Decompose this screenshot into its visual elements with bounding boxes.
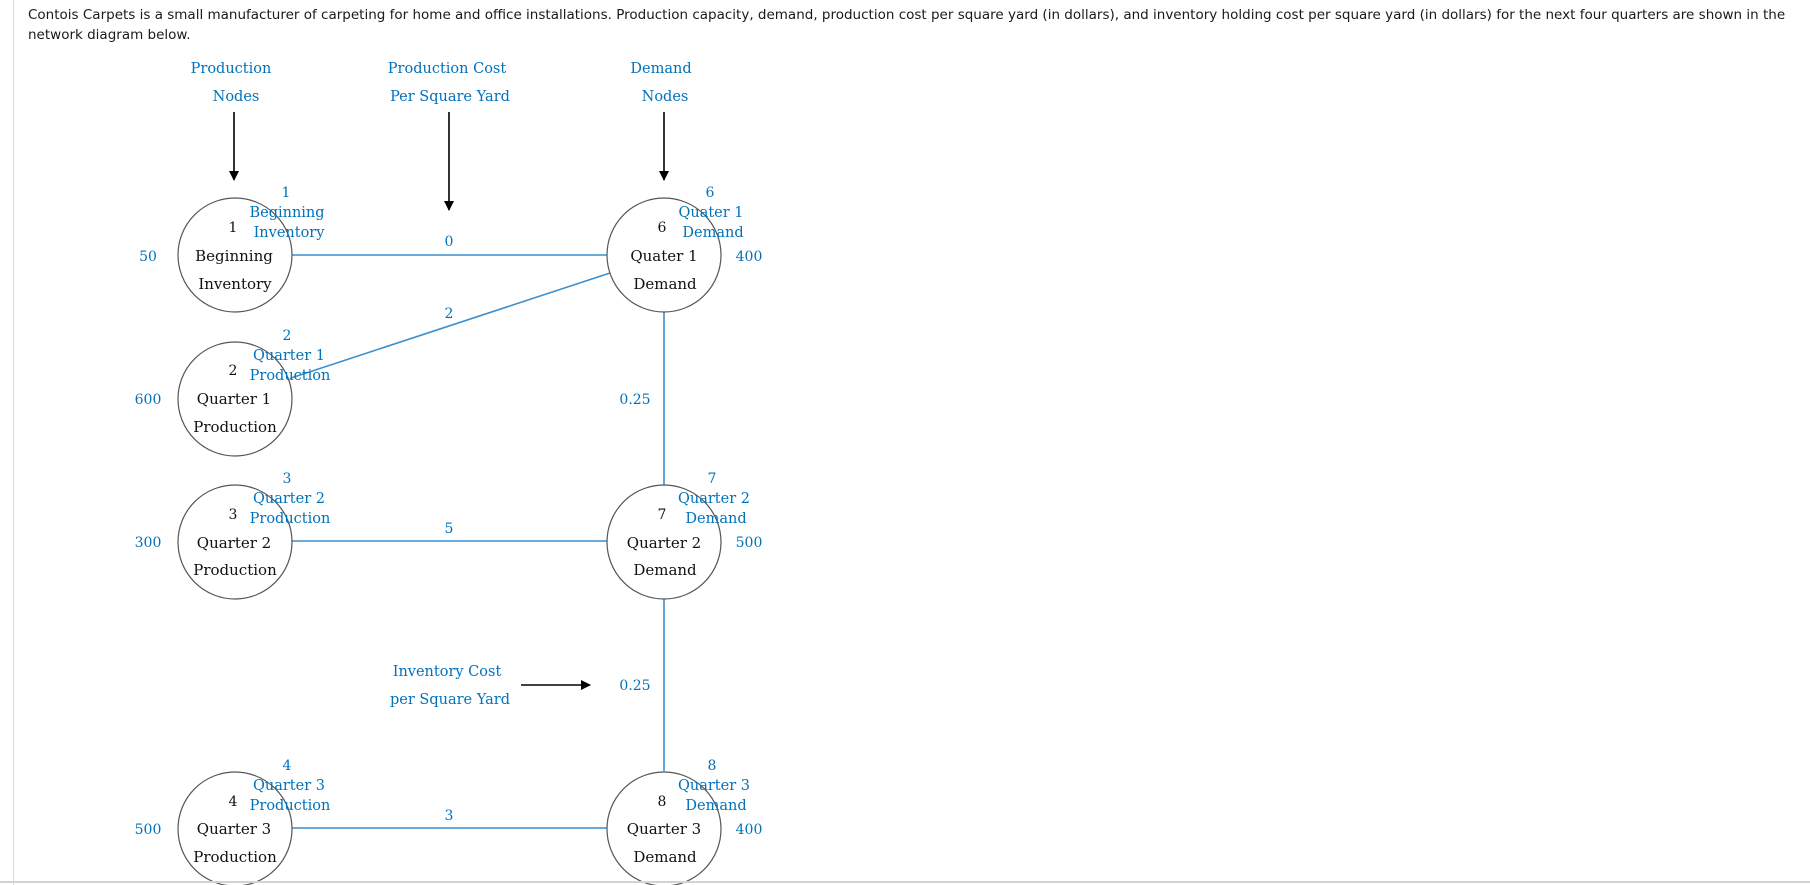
- node-circle: [606, 771, 722, 885]
- node-id: 3: [229, 507, 238, 523]
- node-callout-line1: Beginning: [249, 205, 324, 221]
- node-circle: [177, 484, 293, 600]
- node-callout-line1: Quarter 2: [253, 491, 325, 507]
- node-callout-id: 7: [708, 471, 717, 487]
- node-callout-line2: Production: [250, 368, 331, 384]
- node-callout-line2: Demand: [682, 225, 743, 241]
- node-label-line1: Quarter 3: [197, 820, 271, 838]
- node-id: 2: [229, 363, 238, 379]
- demand-node-8: 8 Quarter 3 Demand 8 Quarter 3 Demand 40…: [606, 758, 763, 885]
- supply-value: 600: [135, 392, 162, 408]
- node-label-line2: Production: [193, 418, 277, 436]
- content-frame: [13, 0, 1810, 885]
- demand-value: 400: [736, 822, 763, 838]
- node-id: 8: [658, 794, 667, 810]
- supply-node-4: 4 Quarter 3 Production 4 Quarter 3 Produ…: [135, 758, 331, 885]
- problem-statement: Contois Carpets is a small manufacturer …: [28, 7, 1786, 43]
- node-callout-id: 6: [706, 185, 715, 201]
- node-label-line2: Production: [193, 848, 277, 866]
- node-label-line1: Quater 1: [630, 247, 697, 265]
- node-label-line1: Quarter 1: [197, 390, 271, 408]
- node-id: 1: [229, 220, 238, 236]
- node-circle: [606, 197, 722, 313]
- header-production-cost-line1: Production Cost: [388, 61, 507, 77]
- node-circle: [177, 197, 293, 313]
- node-id: 6: [658, 220, 667, 236]
- arc-cost-6-7: 0.25: [619, 392, 650, 408]
- arc-cost-2-6: 2: [445, 306, 454, 322]
- node-callout-id: 2: [283, 328, 292, 344]
- node-callout-line1: Quarter 3: [253, 778, 325, 794]
- inventory-cost-label-line1: Inventory Cost: [393, 664, 502, 680]
- bottom-divider: [0, 881, 1810, 883]
- node-label-line1: Quarter 3: [627, 820, 701, 838]
- supply-node-3: 3 Quarter 2 Production 3 Quarter 2 Produ…: [135, 471, 331, 600]
- node-callout-line1: Quarter 3: [678, 778, 750, 794]
- node-callout-line2: Demand: [685, 511, 746, 527]
- supply-value: 300: [135, 535, 162, 551]
- node-label-line2: Demand: [633, 561, 697, 579]
- node-callout-line1: Quarter 2: [678, 491, 750, 507]
- node-callout-line2: Production: [250, 511, 331, 527]
- supply-node-2: 2 Quarter 1 Production 2 Quarter 1 Produ…: [135, 328, 331, 457]
- inventory-cost-label-line2: per Square Yard: [390, 692, 510, 708]
- supply-node-1: 1 Beginning Inventory 1 Beginning Invent…: [139, 185, 326, 313]
- arc-cost-3-7: 5: [445, 521, 454, 537]
- header-production-cost-line2: Per Square Yard: [390, 89, 510, 105]
- arc-2-6: [290, 272, 611, 379]
- arc-cost-4-8: 3: [445, 808, 454, 824]
- header-production-nodes-line2: Nodes: [213, 89, 260, 105]
- node-callout-line1: Quarter 1: [253, 348, 325, 364]
- node-circle: [177, 341, 293, 457]
- node-callout-id: 8: [708, 758, 717, 774]
- supply-value: 50: [139, 249, 157, 265]
- node-callout-line1: Quater 1: [678, 205, 743, 221]
- header-demand-nodes-line2: Nodes: [642, 89, 689, 105]
- node-label-line2: Demand: [633, 848, 697, 866]
- node-id: 7: [658, 507, 667, 523]
- node-label-line2: Inventory: [198, 275, 272, 293]
- node-callout-line2: Production: [250, 798, 331, 814]
- node-callout-line2: Demand: [685, 798, 746, 814]
- demand-value: 400: [736, 249, 763, 265]
- node-circle: [177, 771, 293, 885]
- header-production-nodes-line1: Production: [191, 61, 272, 77]
- arc-cost-1-6: 0: [445, 234, 454, 250]
- arc-cost-7-8: 0.25: [619, 678, 650, 694]
- node-circle: [606, 484, 722, 600]
- node-label-line1: Quarter 2: [627, 534, 701, 552]
- demand-node-7: 7 Quarter 2 Demand 7 Quarter 2 Demand 50…: [606, 471, 763, 600]
- node-label-line1: Quarter 2: [197, 534, 271, 552]
- node-label-line1: Beginning: [195, 247, 273, 265]
- node-id: 4: [229, 794, 238, 810]
- demand-node-6: 6 Quater 1 Demand 6 Quater 1 Demand 400: [606, 185, 763, 313]
- demand-value: 500: [736, 535, 763, 551]
- header-demand-nodes-line1: Demand: [630, 61, 691, 77]
- node-label-line2: Production: [193, 561, 277, 579]
- node-callout-id: 4: [283, 758, 292, 774]
- node-callout-id: 3: [283, 471, 292, 487]
- node-callout-line2: Inventory: [254, 225, 326, 241]
- node-callout-id: 1: [282, 185, 291, 201]
- supply-value: 500: [135, 822, 162, 838]
- node-label-line2: Demand: [633, 275, 697, 293]
